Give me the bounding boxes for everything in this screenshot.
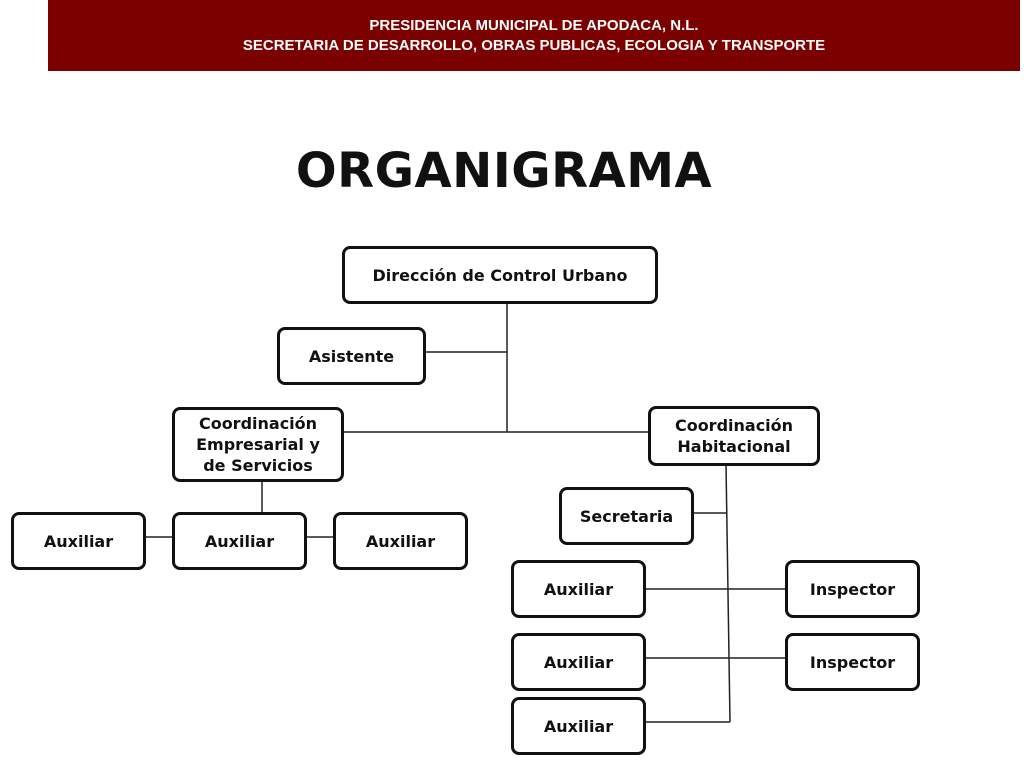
box-inspector-1: Inspector [785, 560, 920, 618]
box-auxiliar-habitacional-2: Auxiliar [511, 633, 646, 691]
line-habitacional-trunk [725, 463, 731, 723]
box-auxiliar-habitacional-3: Auxiliar [511, 697, 646, 755]
page-title: ORGANIGRAMA [295, 143, 713, 199]
box-secretaria: Secretaria [559, 487, 694, 545]
box-auxiliar-habitacional-1: Auxiliar [511, 560, 646, 618]
box-auxiliar-empresarial-2: Auxiliar [172, 512, 307, 570]
box-inspector-2: Inspector [785, 633, 920, 691]
box-auxiliar-empresarial-1: Auxiliar [11, 512, 146, 570]
box-coord-habitacional: Coordinación Habitacional [648, 406, 820, 466]
box-coord-empresarial: Coordinación Empresarial y de Servicios [172, 407, 344, 482]
box-asistente: Asistente [277, 327, 426, 385]
header-line-1: PRESIDENCIA MUNICIPAL DE APODACA, N.L. [369, 16, 699, 34]
header-banner: PRESIDENCIA MUNICIPAL DE APODACA, N.L. S… [48, 0, 1020, 71]
header-line-2: SECRETARIA DE DESARROLLO, OBRAS PUBLICAS… [242, 36, 826, 54]
box-auxiliar-empresarial-3: Auxiliar [333, 512, 468, 570]
box-direccion: Dirección de Control Urbano [342, 246, 658, 304]
